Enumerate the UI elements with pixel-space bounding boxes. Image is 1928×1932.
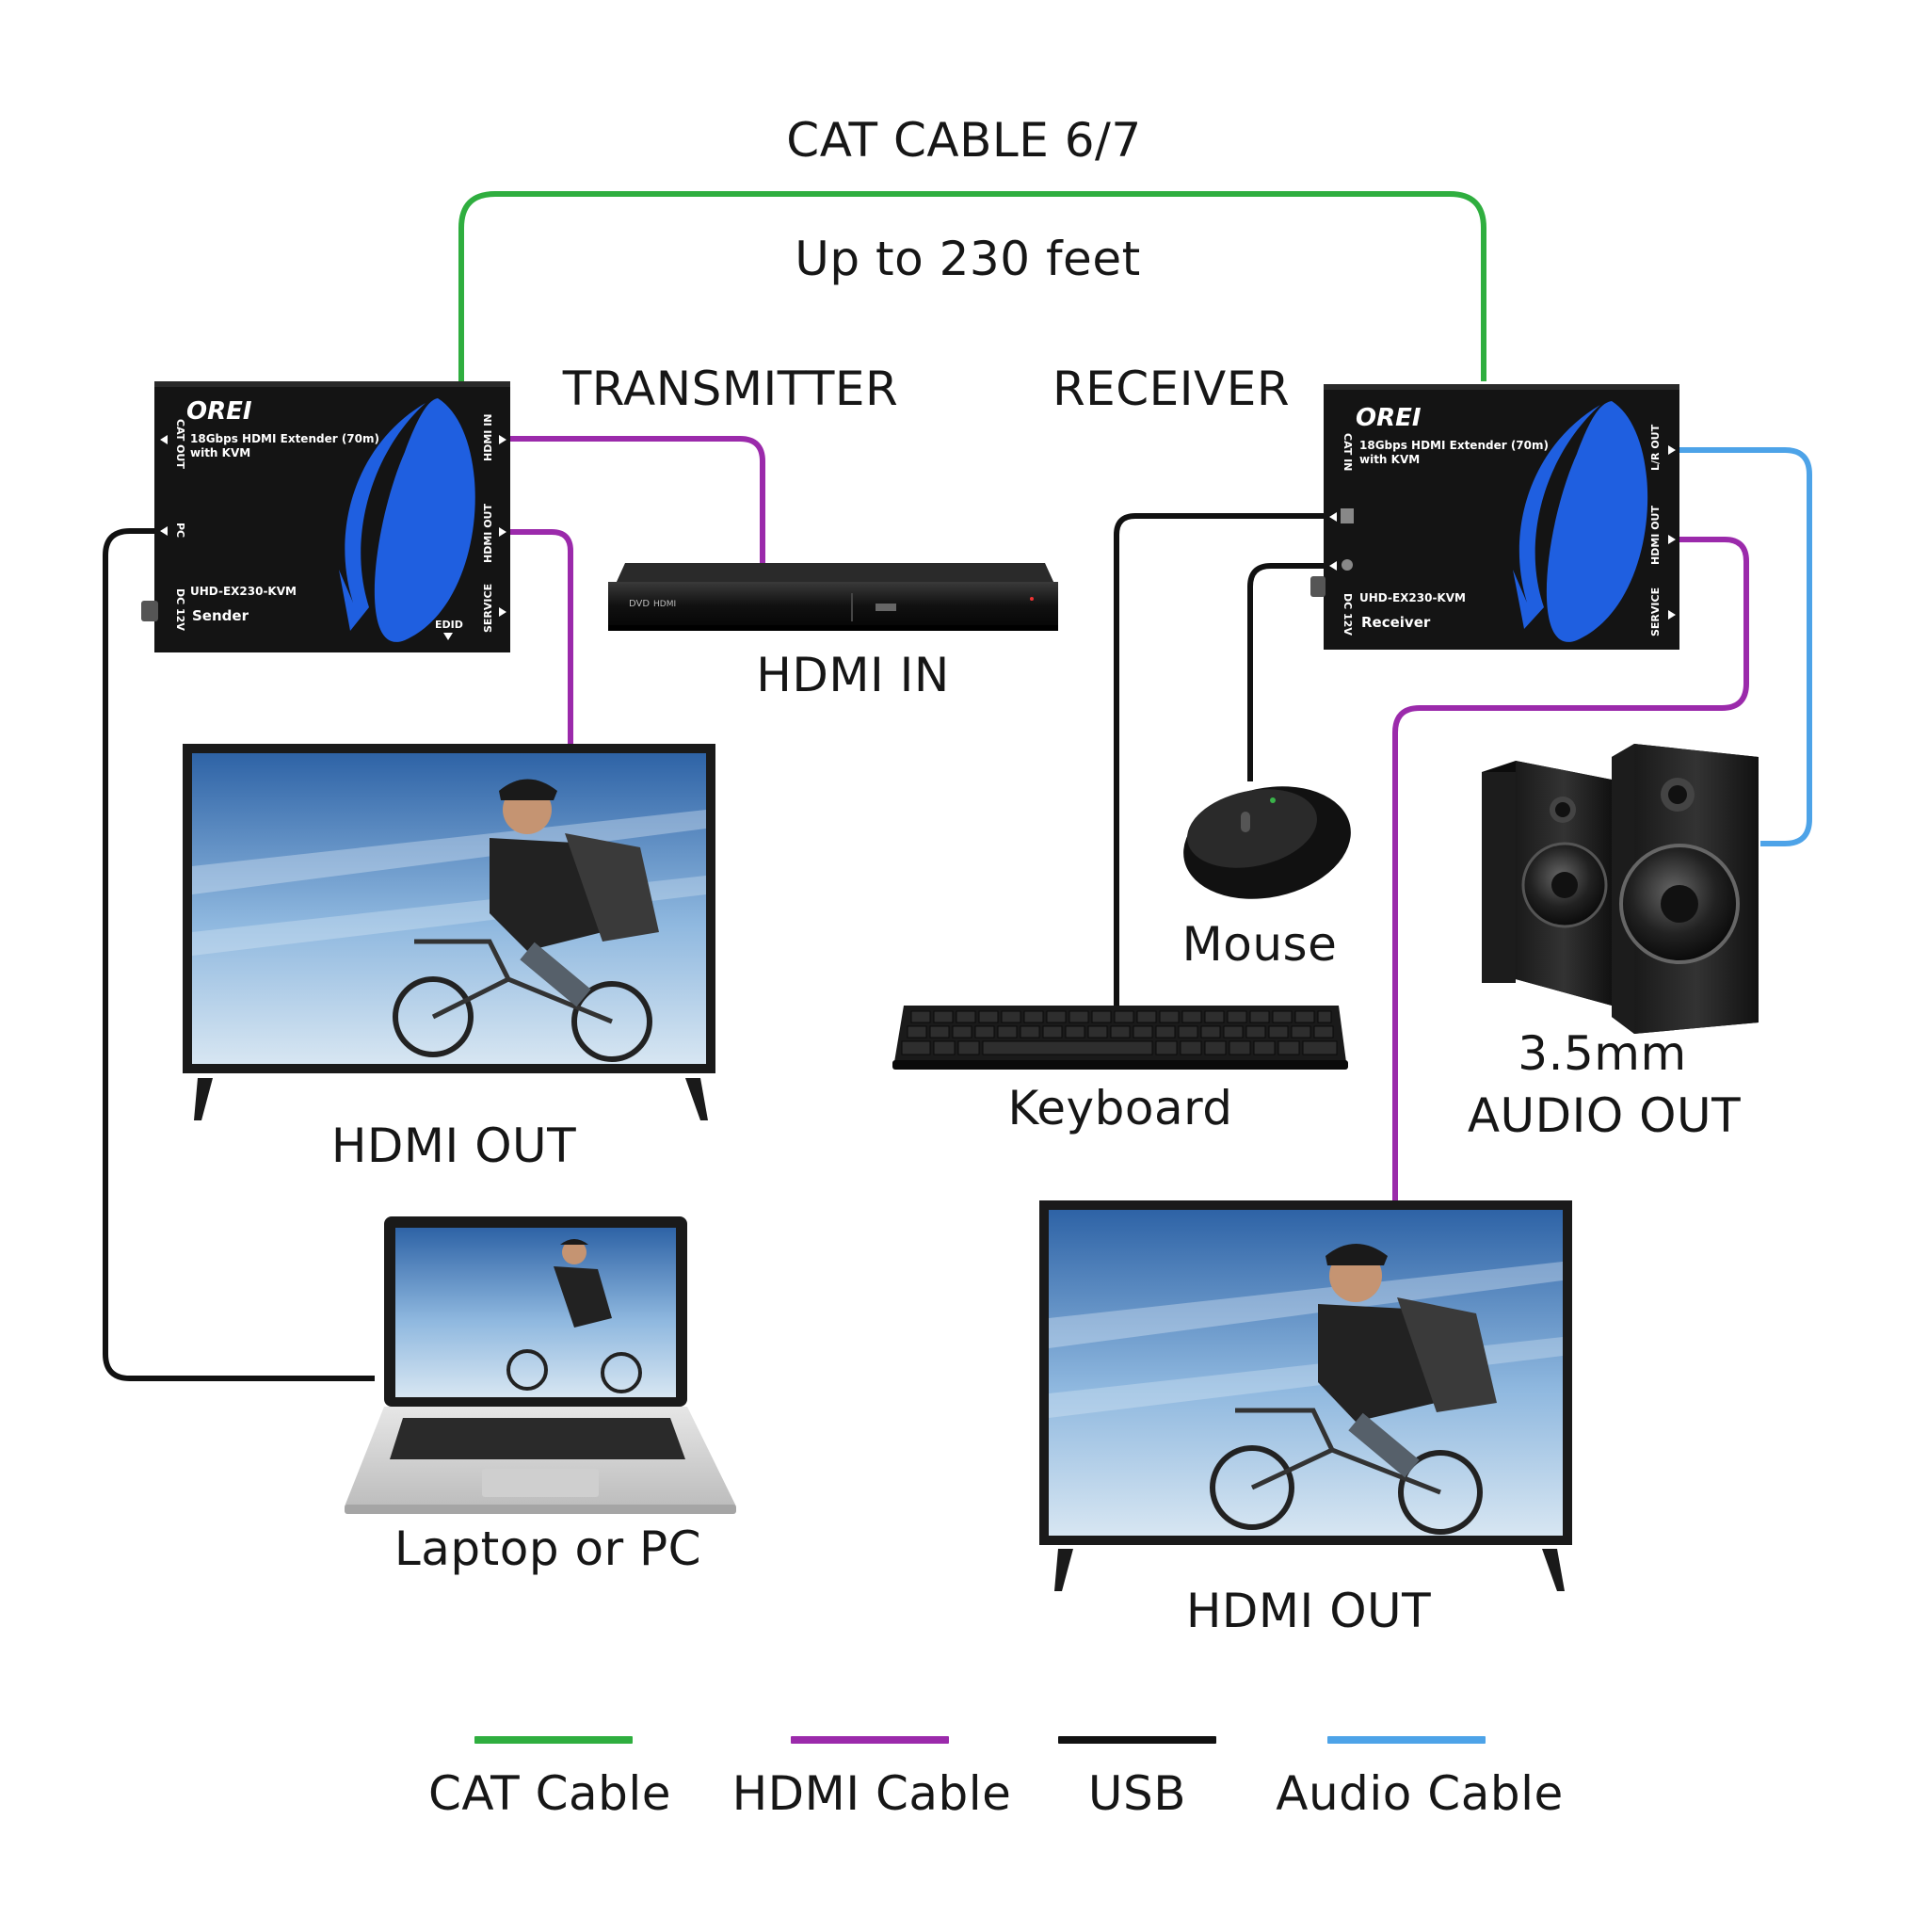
port-service: SERVICE (482, 584, 494, 633)
port-dc-receiver: DC 12V (1342, 593, 1354, 636)
audio-out-label-line1: 3.5mm (1518, 1026, 1687, 1081)
hdmi-cable-out-left (508, 529, 573, 744)
receiver-device: OREI 18Gbps HDMI Extender (70m) with KVM… (1310, 384, 1679, 650)
transmitter-brand: OREI (186, 397, 252, 426)
keyboard (892, 1006, 1348, 1070)
usb-cable-keyboard (1114, 513, 1324, 1007)
dvd-power-led (1030, 597, 1034, 601)
port-cat-in: CAT IN (1342, 433, 1354, 471)
hdmi-out-left-label: HDMI OUT (330, 1119, 577, 1173)
legend-swatch-usb (1058, 1736, 1216, 1744)
port-hdmi-out: HDMI OUT (482, 504, 494, 563)
legend-swatch-cat (474, 1736, 633, 1744)
transmitter-subtitle: with KVM (190, 446, 250, 459)
transmitter-role: Sender (192, 607, 249, 624)
distance-label: Up to 230 feet (795, 232, 1141, 286)
mouse-label: Mouse (1181, 917, 1338, 972)
receiver-model: UHD-EX230-KVM (1359, 591, 1466, 604)
receiver-title: 18Gbps HDMI Extender (70m) (1359, 439, 1549, 452)
laptop (345, 1216, 736, 1514)
mouse (1183, 786, 1351, 899)
laptop-label: Laptop or PC (394, 1521, 702, 1576)
cat-cable (458, 191, 1486, 381)
cat-cable-title: CAT CABLE 6/7 (786, 113, 1142, 168)
speakers (1482, 744, 1759, 1034)
legend-label-audio: Audio Cable (1276, 1766, 1564, 1821)
receiver-label: RECEIVER (1052, 362, 1291, 416)
usb-port-icon (1341, 508, 1354, 523)
legend-swatch-audio (1327, 1736, 1486, 1744)
transmitter-model: UHD-EX230-KVM (190, 585, 297, 598)
transmitter-label: TRANSMITTER (562, 362, 899, 416)
audio-cable (1672, 447, 1812, 846)
port-dc: DC 12V (174, 588, 186, 631)
dvd-hdmi-logo: HDMI (653, 600, 676, 609)
dvd-player: DVD HDMI (608, 563, 1058, 631)
left-tv (183, 744, 715, 1120)
dvd-usb-slot (876, 604, 896, 611)
receiver-subtitle: with KVM (1359, 453, 1420, 466)
legend-label-cat: CAT Cable (427, 1766, 672, 1821)
hdmi-out-right-label: HDMI OUT (1185, 1584, 1432, 1638)
legend-swatch-hdmi (791, 1736, 949, 1744)
right-tv (1039, 1200, 1572, 1591)
receiver-brand: OREI (1356, 404, 1422, 432)
legend-label-hdmi: HDMI Cable (731, 1766, 1012, 1821)
transmitter-device: OREI 18Gbps HDMI Extender (70m) with KVM… (141, 381, 510, 652)
usb-symbol-icon (1342, 559, 1353, 571)
port-lr-out: L/R OUT (1649, 424, 1662, 471)
port-hdmi-in: HDMI IN (482, 413, 494, 461)
hdmi-in-label: HDMI IN (756, 648, 950, 702)
port-pc: PC (174, 523, 186, 538)
hdmi-cable-out-right (1392, 537, 1749, 1200)
port-service-receiver: SERVICE (1649, 588, 1662, 636)
legend-label-usb: USB (1087, 1766, 1187, 1821)
receiver-role: Receiver (1361, 614, 1431, 631)
hdmi-cable-in (508, 436, 765, 563)
transmitter-title: 18Gbps HDMI Extender (70m) (190, 432, 379, 445)
usb-cable-mouse (1247, 563, 1324, 781)
audio-out-label-line2: AUDIO OUT (1467, 1088, 1742, 1143)
dvd-logo: DVD (629, 599, 650, 609)
keyboard-label: Keyboard (1007, 1081, 1233, 1135)
port-hdmi-out-receiver: HDMI OUT (1649, 506, 1662, 565)
port-edid: EDID (435, 619, 463, 631)
port-cat-out: CAT OUT (174, 419, 186, 469)
usb-cable-pc (103, 528, 375, 1381)
